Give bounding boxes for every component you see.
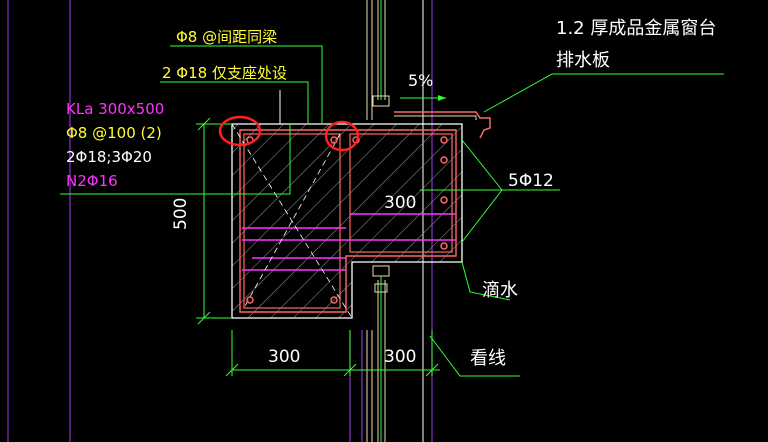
sill-title-2: 排水板 bbox=[556, 50, 610, 71]
markup-circle-left bbox=[218, 115, 262, 147]
dimension-ledge: 300 bbox=[384, 193, 416, 213]
beam-section-hatch bbox=[231, 123, 463, 319]
leader-lines bbox=[60, 45, 724, 377]
sightline-label: 看线 bbox=[470, 348, 506, 369]
beam-side-bars: N2Φ16 bbox=[66, 172, 118, 190]
slope-label: 5% bbox=[408, 71, 433, 90]
beam-name: KLa 300x500 bbox=[66, 100, 164, 118]
sill-title: 1.2 厚成品金属窗台 bbox=[556, 18, 716, 39]
dimension-width-left: 300 bbox=[268, 347, 300, 367]
rebar-dots bbox=[246, 136, 448, 304]
drip-label: 滴水 bbox=[482, 280, 518, 301]
sill-flashing bbox=[394, 111, 491, 139]
beam-stirrup: Φ8 @100 (2) bbox=[66, 124, 162, 142]
bar-note: 2 Φ18 仅支座处设 bbox=[162, 64, 287, 82]
center-diagonal bbox=[231, 123, 353, 319]
beam-main-bars: 2Φ18;3Φ20 bbox=[66, 148, 152, 166]
stirrup-note: Φ8 @间距同梁 bbox=[176, 28, 277, 46]
slope-arrow-head bbox=[438, 95, 446, 101]
sill-flashing-outer bbox=[394, 115, 477, 120]
stirrups bbox=[243, 133, 453, 309]
beam-inner-outline bbox=[239, 129, 457, 313]
dimension-height: 500 bbox=[171, 198, 191, 230]
bar-count-label: 5Φ12 bbox=[508, 171, 554, 191]
markup-circle-right bbox=[324, 120, 360, 152]
side-bars bbox=[242, 213, 456, 271]
dimension-vertical bbox=[196, 117, 232, 325]
dimension-width-right: 300 bbox=[384, 347, 416, 367]
center-diagonal bbox=[243, 133, 341, 309]
dimension-horizontal bbox=[225, 330, 440, 377]
